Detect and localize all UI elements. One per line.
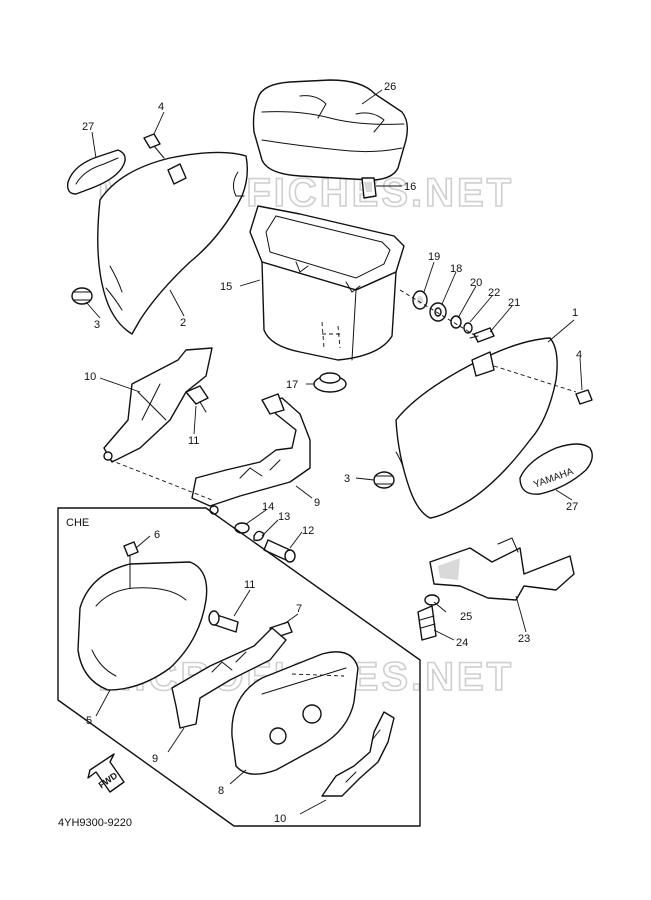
part-3-grommet-right — [373, 471, 395, 489]
part-10-bracket — [103, 347, 213, 463]
callout-2: 2 — [180, 317, 186, 329]
part-9-che-bracket — [171, 627, 287, 729]
callout-10-che: 10 — [274, 813, 286, 825]
callout-16: 16 — [404, 181, 416, 193]
part-9-stay — [191, 393, 311, 515]
callout-25: 25 — [460, 611, 472, 623]
callout-9-che: 9 — [152, 753, 158, 765]
part-8-che-case — [231, 651, 359, 775]
callout-13: 13 — [278, 511, 290, 523]
assembly-line-bracket — [109, 459, 213, 501]
che-box-label: CHE — [66, 517, 89, 529]
callout-19: 19 — [428, 251, 440, 263]
part-14-washer — [234, 522, 250, 534]
part-27-left-emblem — [66, 149, 126, 195]
callout-11-che: 11 — [244, 579, 255, 591]
callout-8: 8 — [218, 785, 224, 797]
callout-7: 7 — [296, 603, 302, 615]
callout-18: 18 — [450, 263, 462, 275]
callout-22: 22 — [488, 287, 500, 299]
part-12-bolt — [263, 539, 296, 563]
callout-4-right: 4 — [576, 349, 582, 361]
part-24-bolt — [417, 605, 437, 641]
callout-27-right: 27 — [566, 501, 578, 513]
part-17-grommet — [313, 372, 347, 393]
callout-4-top: 4 — [158, 101, 164, 113]
callout-24: 24 — [456, 637, 468, 649]
diagram-code: 4YH9300-9220 — [58, 817, 132, 829]
part-1-right-cover — [395, 337, 577, 519]
part-19-damper — [412, 290, 428, 310]
callout-14: 14 — [262, 501, 274, 513]
part-3-grommet-left — [71, 287, 93, 305]
callout-1: 1 — [572, 307, 578, 319]
part-25-washer — [424, 594, 440, 606]
callout-10-top: 10 — [84, 371, 96, 383]
part-22-washer — [463, 322, 473, 334]
callout-9-top: 9 — [314, 497, 320, 509]
callout-23: 23 — [518, 633, 530, 645]
callout-26: 26 — [384, 81, 396, 93]
callout-3-left: 3 — [94, 319, 100, 331]
leader-lines — [85, 89, 583, 815]
callout-27-left: 27 — [82, 121, 94, 133]
callout-15: 15 — [220, 281, 232, 293]
part-23-bracket — [429, 537, 575, 601]
part-6-screw — [123, 541, 139, 589]
part-11-bolt — [185, 385, 209, 413]
callout-11-top: 11 — [188, 435, 199, 447]
callout-3-right: 3 — [344, 473, 350, 485]
part-15-battery-box — [249, 205, 405, 361]
part-20-washer — [450, 315, 462, 329]
callout-12: 12 — [302, 525, 314, 537]
part-16-clip — [361, 177, 377, 199]
part-21-bolt — [469, 327, 495, 343]
callout-21: 21 — [508, 297, 520, 309]
part-5-che-cover — [77, 561, 208, 691]
assembly-line-right-box — [399, 289, 477, 337]
callout-5: 5 — [86, 715, 92, 727]
part-2-left-cover — [97, 151, 249, 335]
part-27-right-emblem: YAMAHA — [519, 443, 593, 495]
part-18-collar — [429, 302, 447, 322]
callout-20: 20 — [470, 277, 482, 289]
callout-17: 17 — [286, 379, 298, 391]
part-11-che-bolt — [208, 610, 239, 633]
part-4-bolt-right — [575, 389, 593, 405]
fwd-arrow-icon: FWD — [87, 753, 125, 793]
part-26-pad — [252, 79, 409, 181]
callout-6: 6 — [154, 529, 160, 541]
callout-numbers: 26 4 27 16 15 19 18 20 22 21 2 3 17 10 1… — [82, 81, 582, 825]
part-4-bolt-left — [143, 133, 165, 159]
che-variant-box — [57, 507, 421, 827]
part-10-che-bracket — [321, 711, 395, 797]
